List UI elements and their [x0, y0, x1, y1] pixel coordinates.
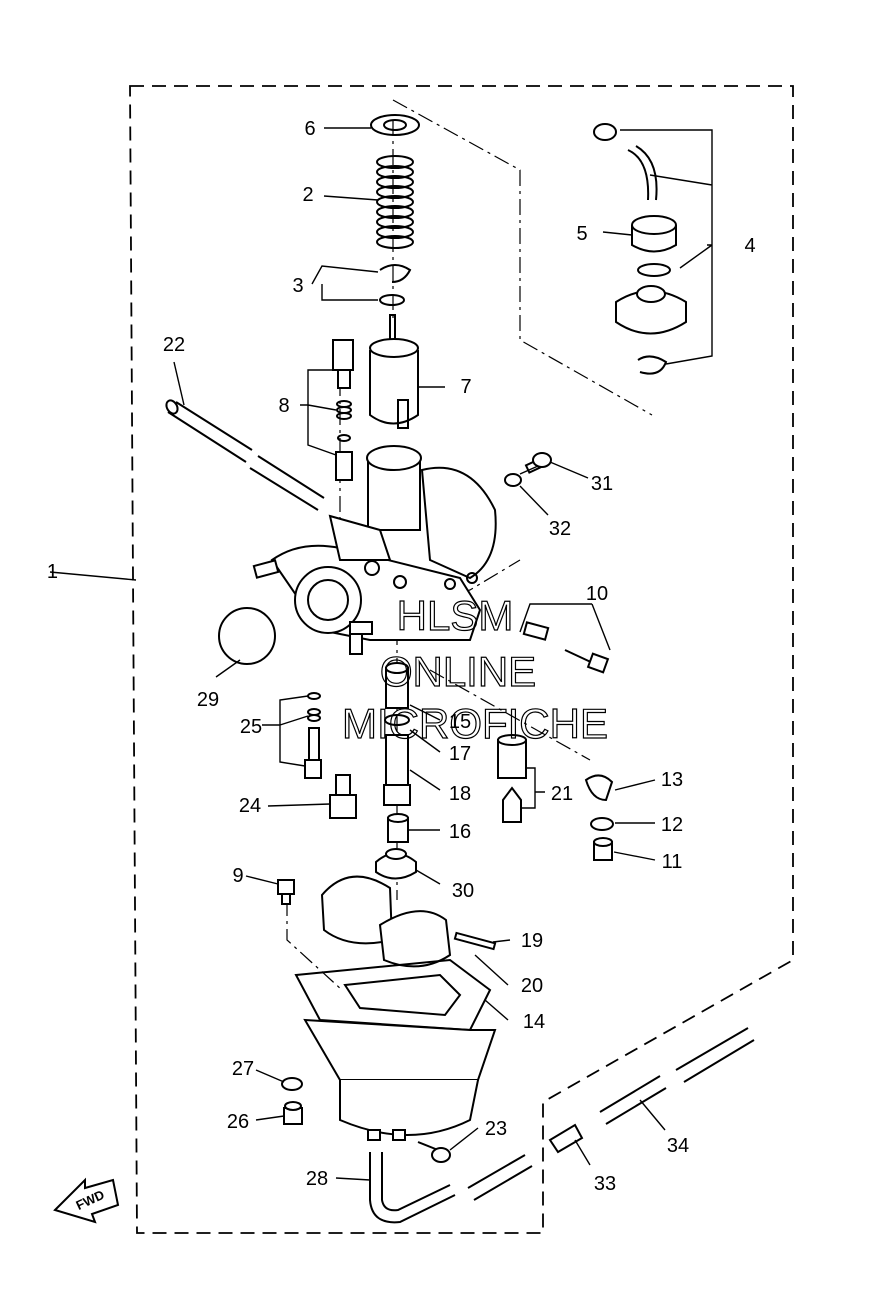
callout-14: 14: [523, 1011, 545, 1033]
part-11-screw: [593, 837, 613, 861]
callout-21: 21: [551, 783, 573, 805]
part-25-starter-set: [304, 692, 322, 779]
callout-33: 33: [594, 1173, 616, 1195]
part-float: [320, 875, 452, 968]
callout-3: 3: [292, 275, 303, 297]
watermark-line-1: HLSM: [397, 592, 514, 639]
part-18-needle-jet: [383, 734, 411, 806]
part-23-screw: [417, 1141, 451, 1163]
part-22-tube: [165, 399, 325, 511]
part-7-throttle-slide: [369, 338, 419, 429]
part-27-washer: [281, 1077, 303, 1091]
part-9-screw: [277, 879, 295, 905]
callout-31: 31: [591, 473, 613, 495]
callout-29: 29: [197, 689, 219, 711]
watermark-line-3: MICROFICHE: [342, 700, 608, 747]
part-29-o-ring: [218, 607, 276, 665]
callout-5: 5: [576, 223, 587, 245]
part-float-bowl: [303, 1018, 497, 1141]
callout-12: 12: [661, 814, 683, 836]
callout-27: 27: [232, 1058, 254, 1080]
part-26-drain-screw: [283, 1101, 303, 1125]
part-32-washer: [504, 473, 522, 487]
centerline-13: [429, 669, 591, 761]
callout-2: 2: [302, 184, 313, 206]
watermark-line-2: ONLINE: [380, 648, 536, 695]
callout-30: 30: [452, 880, 474, 902]
part-15-main-jet-holder: [385, 662, 409, 709]
part-33-fitting: [548, 1123, 584, 1154]
centerline-cap: [392, 99, 653, 416]
part-14-gasket: [294, 958, 492, 1032]
carburetor-body: [252, 445, 497, 655]
part-2-spring: [376, 155, 414, 249]
part-10-throttle-stop-screw: [522, 621, 610, 674]
callout-18: 18: [449, 783, 471, 805]
callout-26: 26: [227, 1111, 249, 1133]
part-20-float-pin: [453, 931, 497, 951]
part-17-o-ring: [384, 714, 410, 726]
callout-25: 25: [240, 716, 262, 738]
callout-10: 10: [586, 583, 608, 605]
callout-34: 34: [667, 1135, 689, 1157]
callouts: 1 2 3 4 5 6 7 8 9 10 11 12 13 14 15 16 1…: [47, 118, 756, 1195]
centerline-drain: [286, 900, 343, 991]
part-28-drain-hose: [369, 1152, 456, 1224]
callout-17: 17: [449, 743, 471, 765]
part-30-seat: [375, 848, 417, 880]
part-13-bracket: [584, 774, 614, 802]
callout-4: 4: [744, 235, 755, 257]
part-21-needle-valve: [497, 734, 527, 823]
callout-1: 1: [47, 561, 58, 583]
callout-19: 19: [521, 930, 543, 952]
callout-20: 20: [521, 975, 543, 997]
callout-7: 7: [460, 376, 471, 398]
callout-15: 15: [449, 711, 471, 733]
part-6-washer: [370, 114, 420, 136]
callout-8: 8: [278, 395, 289, 417]
leader-lines: [49, 127, 713, 1181]
part-34-hose: [467, 1027, 755, 1201]
callout-16: 16: [449, 821, 471, 843]
callout-11: 11: [662, 851, 683, 873]
part-8-pilot-screw: [332, 339, 354, 481]
assembly-boundary: [129, 85, 794, 1234]
part-4-cap-assembly: [593, 123, 687, 375]
fwd-arrow-icon: [53, 1177, 120, 1224]
watermark: HLSM ONLINE MICROFICHE: [341, 591, 608, 747]
callout-6: 6: [304, 118, 315, 140]
callout-23: 23: [485, 1118, 507, 1140]
part-24-starter-jet: [329, 774, 357, 819]
part-12-washer: [590, 817, 614, 831]
callout-9: 9: [232, 865, 243, 887]
callout-24: 24: [239, 795, 261, 817]
callout-22: 22: [163, 334, 185, 356]
callout-13: 13: [661, 769, 683, 791]
callout-28: 28: [306, 1168, 328, 1190]
callout-32: 32: [549, 518, 571, 540]
part-16-main-jet: [387, 813, 409, 843]
